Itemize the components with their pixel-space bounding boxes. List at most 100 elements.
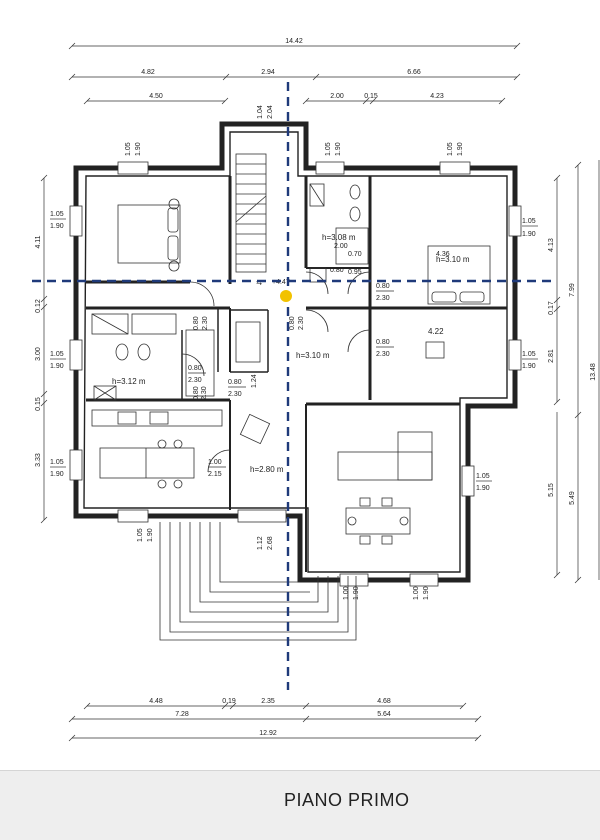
position-marker-icon — [280, 290, 292, 302]
dim-left-1: 4.11 — [35, 235, 42, 248]
win-top-left-h: 1.90 — [135, 142, 142, 156]
win-left-1-w: 1.05 — [50, 211, 64, 218]
dim-bottom-total: 12.92 — [259, 730, 277, 737]
win-top-right-w: 1.05 — [447, 142, 454, 156]
dim-top-row3-1: 4.50 — [149, 93, 163, 100]
door-closet-w: 0.80 — [228, 379, 242, 386]
door-center-h: 2.30 — [298, 316, 305, 330]
entry-steps — [159, 522, 357, 641]
double-bed-icon — [117, 198, 181, 272]
win-right-2-w: 1.05 — [522, 351, 536, 358]
staircase: +4.47 ⇆ — [235, 153, 290, 287]
dim-left-5: 3.33 — [35, 453, 42, 467]
door-stair-h: 2.30 — [201, 386, 208, 400]
room-labels: h=3.08 m h=3.10 m h=3.10 m h=3.12 m h=2.… — [112, 233, 470, 474]
win-left-3-w: 1.05 — [50, 459, 64, 466]
win-right-2-h: 1.90 — [522, 363, 536, 370]
floor-plan: 14.42 4.82 2.94 6.66 4.50 2.00 0.15 4.23… — [32, 38, 600, 742]
win-bottom-r2-w: 1.00 — [413, 586, 420, 600]
room-dim-dining: 4.22 — [428, 327, 444, 336]
bathroom-fixtures — [309, 183, 369, 283]
dim-top-total: 14.42 — [285, 38, 303, 45]
small-dim-c: 0.70 — [348, 251, 362, 258]
door-swings — [181, 271, 371, 473]
door-bath-left-h: 2.30 — [188, 377, 202, 384]
bed-label: 4.36 — [436, 251, 450, 258]
windows — [69, 161, 522, 587]
win-left-1-h: 1.90 — [50, 223, 64, 230]
furniture: 4.36 — [91, 183, 491, 545]
win-bottom-r2-h: 1.90 — [423, 586, 430, 600]
dim-top-1: 4.82 — [141, 69, 155, 76]
opening-labels: 1.05 1.90 1.05 1.90 1.05 1.90 1.05 1.90 … — [50, 142, 538, 600]
door-bed-right-h: 2.30 — [376, 295, 390, 302]
small-dim-a: 0.80 — [330, 267, 344, 274]
door-wc-w: 0.80 — [193, 316, 200, 330]
section-lines — [32, 82, 556, 690]
door-stair-w: 0.80 — [193, 386, 200, 400]
room-height-bath-left: h=3.12 m — [112, 377, 146, 386]
dim-bottom-2: 0.19 — [222, 698, 236, 705]
dim-right-1: 4.13 — [548, 238, 555, 252]
win-right-1-w: 1.05 — [522, 218, 536, 225]
dim-bottom-5: 7.28 — [175, 711, 189, 718]
door-kitchen-h: 2.15 — [208, 471, 222, 478]
win-left-2-w: 1.05 — [50, 351, 64, 358]
door-bath-left-w: 0.80 — [188, 365, 202, 372]
win-right-1-h: 1.90 — [522, 231, 536, 238]
dim-right-middle-2: 5.49 — [569, 491, 576, 505]
bottom-dimensions: 4.48 0.19 2.35 4.68 7.28 5.64 12.92 — [68, 698, 482, 742]
double-bed-icon: 4.36 — [427, 245, 491, 305]
dim-left-4: 0.15 — [35, 397, 42, 411]
win-bottom-entry-w: 1.12 — [257, 536, 264, 550]
dim-stair-1: 1.04 — [257, 105, 264, 119]
win-bottom-r1-w: 1.00 — [343, 586, 350, 600]
dim-top-row3-3: 0.15 — [364, 93, 378, 100]
stair-arrow-icon: ⇆ — [256, 280, 262, 287]
win-right-3-w: 1.05 — [476, 473, 490, 480]
armchair-icon — [239, 413, 271, 445]
room-height-entry: h=2.80 m — [250, 465, 284, 474]
win-top-bath-w: 1.05 — [325, 142, 332, 156]
door-closet-h: 2.30 — [228, 391, 242, 398]
dim-right-2: 0.17 — [548, 301, 555, 315]
room-height-bedroom-right: h=3.10 m — [436, 255, 470, 264]
sofa-icon — [337, 431, 433, 481]
win-left-2-h: 1.90 — [50, 363, 64, 370]
door-wc-h: 2.30 — [202, 316, 209, 330]
kitchen-counter — [91, 409, 223, 489]
dim-right-3: 2.81 — [548, 349, 555, 363]
sink-icon — [235, 321, 261, 363]
win-right-3-h: 1.90 — [476, 485, 490, 492]
dim-top-row3-4: 4.23 — [430, 93, 444, 100]
bathroom-fixtures — [91, 313, 215, 401]
drawing-title: PIANO PRIMO — [284, 790, 410, 810]
dim-right-middle-1: 7.99 — [569, 283, 576, 297]
win-bottom-left-w: 1.05 — [137, 528, 144, 542]
dim-top-row3-2: 2.00 — [330, 93, 344, 100]
left-dimensions: 4.11 0.12 3.00 0.15 3.33 — [35, 174, 48, 524]
room-height-hall: h=3.10 m — [296, 351, 330, 360]
dim-stair-2: 2.04 — [267, 105, 274, 119]
door-kitchen-w: 1.00 — [208, 459, 222, 466]
door-hall-right-w: 0.80 — [376, 339, 390, 346]
dim-top-3: 6.66 — [407, 69, 421, 76]
right-dimensions: 4.13 0.17 2.81 5.15 7.99 5.49 13.48 — [548, 160, 600, 584]
dim-bottom-4: 4.68 — [377, 698, 391, 705]
dim-top-2: 2.94 — [261, 69, 275, 76]
stair-dim: 1.24 — [251, 374, 258, 388]
top-dimensions: 14.42 4.82 2.94 6.66 4.50 2.00 0.15 4.23… — [68, 38, 521, 119]
small-dim-d: 2.00 — [334, 243, 348, 250]
dim-right-4: 5.15 — [548, 483, 555, 497]
win-bottom-r1-h: 1.90 — [353, 586, 360, 600]
walls — [73, 121, 518, 583]
win-top-bath-h: 1.90 — [335, 142, 342, 156]
win-left-3-h: 1.90 — [50, 471, 64, 478]
win-top-left-w: 1.05 — [125, 142, 132, 156]
win-top-right-h: 1.90 — [457, 142, 464, 156]
dining-table-icon — [345, 497, 411, 545]
win-bottom-entry-h: 2.68 — [267, 536, 274, 550]
dim-bottom-6: 5.64 — [377, 711, 391, 718]
room-height-bath-top: h=3.08 m — [322, 233, 356, 242]
small-dim-b: 0.95 — [348, 269, 362, 276]
